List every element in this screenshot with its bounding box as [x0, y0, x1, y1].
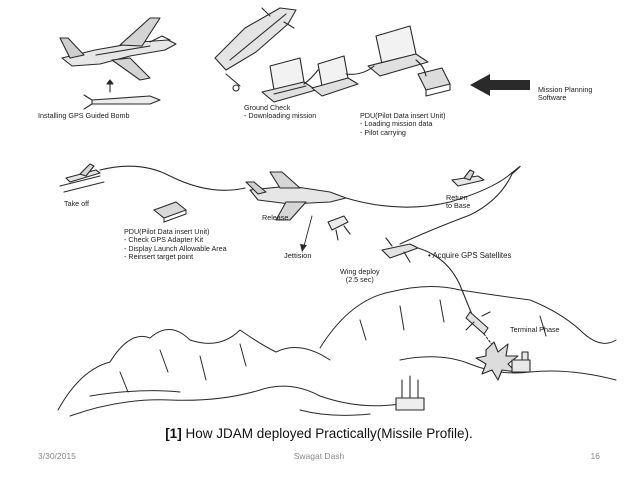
wing-deploy-label: Wing deploy (2.5 sec): [340, 267, 380, 285]
data-unit-icon: [152, 201, 188, 223]
take-off-label: Take off: [64, 199, 90, 208]
explosion-icon: [475, 341, 519, 381]
caption-reference: [1]: [165, 426, 182, 441]
wing-deploy-line: Wing deploy: [340, 267, 380, 276]
ground-check-title: Ground Check: [244, 103, 291, 112]
laptop-icon: [311, 55, 359, 97]
pdu-top-item: - Pilot carrying: [360, 127, 406, 137]
acquire-gps-label: • Acquire GPS Satellites: [428, 251, 512, 260]
release-label: Release: [262, 213, 289, 222]
pdu-mid-item: - Check GPS Adapter Kit: [124, 235, 204, 245]
pdu-top-label: PDU(Pilot Data insert Unit) - Loading mi…: [360, 111, 446, 137]
laptop-icon: [367, 25, 429, 77]
pdu-top-item: - Loading mission data: [360, 119, 433, 129]
fighter-jet-icon: [245, 171, 347, 221]
fighter-jet-icon: [59, 163, 105, 193]
mission-planning-label: Mission Planning Software: [538, 85, 593, 103]
footer-author: Swagat Dash: [293, 451, 345, 461]
target-building-icon: [511, 351, 531, 373]
return-line: to Base: [446, 201, 471, 211]
pdu-mid-title: PDU(Pilot Data insert Unit): [124, 227, 210, 236]
installing-label: Installing GPS Guided Bomb: [38, 111, 130, 120]
pdu-mid-item: - Reinsert target point: [124, 252, 194, 262]
pdu-top-title: PDU(Pilot Data insert Unit): [360, 111, 446, 120]
ground-check-label: Ground Check - Downloading mission: [244, 103, 317, 121]
pdu-mid-label: PDU(Pilot Data insert Unit) - Check GPS …: [124, 227, 227, 262]
guided-bomb-icon: [83, 79, 161, 110]
laptop-icon: [261, 57, 317, 103]
figure-caption: [1] How JDAM deployed Practically(Missil…: [0, 426, 638, 441]
ground-check-item: - Downloading mission: [244, 111, 317, 121]
mountain-terrain: [57, 285, 617, 417]
target-building-icon: [395, 375, 425, 411]
left-arrow-icon: [470, 74, 530, 96]
fighter-jet-icon: [451, 169, 485, 187]
data-unit-icon: [417, 67, 451, 97]
jettision-label: Jettision: [284, 251, 312, 260]
missile-on-cart-icon: [214, 7, 297, 92]
caption-text: How JDAM deployed Practically(Missile Pr…: [185, 426, 473, 441]
terminal-phase-label: Terminal Phase: [510, 325, 560, 334]
footer-date: 3/30/2015: [38, 451, 76, 461]
guided-bomb-icon: [381, 237, 419, 263]
mission-planning-line: Software: [538, 93, 567, 103]
pdu-mid-item: - Display Launch Allowable Area: [124, 243, 227, 253]
mission-planning-line: Mission Planning: [538, 85, 593, 94]
guided-bomb-icon: [327, 215, 351, 241]
fighter-jet-icon: [59, 17, 177, 81]
return-to-base-label: Return to Base: [446, 193, 471, 211]
wing-deploy-line: (2.5 sec): [345, 275, 374, 285]
footer-page-number: 16: [590, 451, 600, 461]
return-line: Return: [446, 193, 468, 202]
guided-bomb-icon: [465, 311, 491, 335]
